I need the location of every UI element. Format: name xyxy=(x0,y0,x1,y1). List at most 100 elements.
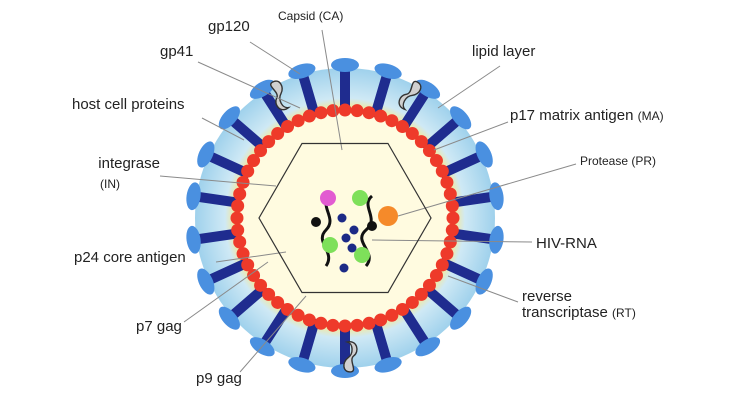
gp120-head xyxy=(197,141,215,168)
matrix-bead xyxy=(445,199,459,213)
matrix-bead xyxy=(350,104,364,118)
matrix-bead xyxy=(302,313,316,327)
label-integrase-abbr: (IN) xyxy=(100,177,120,191)
leader-line xyxy=(433,121,509,151)
capsid-hexagon xyxy=(258,142,432,294)
matrix-bead xyxy=(440,175,454,189)
matrix-bead xyxy=(385,114,399,128)
matrix-protein-ring xyxy=(230,103,460,333)
matrix-bead xyxy=(233,187,247,201)
label-p24: p24 core antigen xyxy=(74,249,186,266)
matrix-bead xyxy=(405,295,419,309)
gp120-head xyxy=(331,58,359,72)
matrix-bead xyxy=(236,247,250,261)
label-p7-gag: p7 gag xyxy=(136,318,182,335)
gp120-head xyxy=(450,106,472,130)
matrix-bead xyxy=(446,211,460,225)
nucleocapsid-dot xyxy=(339,263,349,273)
matrix-bead xyxy=(374,313,388,327)
gp120-head xyxy=(249,79,275,99)
gp120-head xyxy=(450,306,472,330)
gp120-head xyxy=(475,141,493,168)
leader-line xyxy=(197,61,301,109)
label-transcriptase: transcriptase (RT) xyxy=(522,304,636,321)
gp120-head xyxy=(218,306,240,330)
gp41-stalk xyxy=(369,72,392,122)
leader-line xyxy=(201,117,245,141)
matrix-bead xyxy=(395,120,409,134)
matrix-bead xyxy=(350,318,364,332)
genome-contents xyxy=(311,190,398,273)
nucleocapsid-dot xyxy=(337,213,347,223)
matrix-bead xyxy=(233,235,247,249)
leader-lines xyxy=(159,29,577,373)
label-protease: Protease (PR) xyxy=(580,154,657,168)
matrix-bead xyxy=(435,258,449,272)
label-capsid: Capsid (CA) xyxy=(278,9,344,23)
matrix-bead xyxy=(281,302,295,316)
matrix-bead xyxy=(422,278,436,292)
leader-line xyxy=(183,261,269,323)
matrix-bead xyxy=(443,235,457,249)
matrix-bead xyxy=(314,106,328,120)
integrase-dot xyxy=(320,190,336,206)
matrix-bead xyxy=(326,318,340,332)
matrix-bead xyxy=(440,247,454,261)
leader-line xyxy=(397,163,577,217)
gp120-head xyxy=(374,357,402,373)
matrix-bead xyxy=(362,106,376,120)
matrix-bead xyxy=(405,127,419,141)
nucleocapsid-dot xyxy=(349,225,359,235)
matrix-bead xyxy=(362,316,376,330)
gp120-head xyxy=(288,357,316,373)
gp120-head xyxy=(415,79,441,99)
host-protein-shape xyxy=(343,341,358,373)
matrix-bead xyxy=(281,120,295,134)
leader-line xyxy=(239,295,307,373)
label-integrase: integrase xyxy=(98,155,160,172)
matrix-bead xyxy=(314,316,328,330)
leader-line xyxy=(249,41,301,75)
gp120-head xyxy=(197,268,215,295)
matrix-bead xyxy=(395,302,409,316)
leader-line xyxy=(215,251,287,263)
matrix-bead xyxy=(385,308,399,322)
matrix-bead xyxy=(422,144,436,158)
gp120-head xyxy=(186,225,201,254)
label-reverse: reverse xyxy=(522,288,573,305)
matrix-bead xyxy=(338,103,352,117)
matrix-bead xyxy=(247,154,261,168)
matrix-bead xyxy=(271,127,285,141)
nucleocapsid-dot xyxy=(341,233,351,243)
leader-line xyxy=(447,275,519,303)
label-rt-abbr: (RT) xyxy=(612,306,636,320)
rna-end-right xyxy=(367,221,377,231)
rna-end-left xyxy=(311,217,321,227)
matrix-bead xyxy=(326,104,340,118)
matrix-bead xyxy=(429,268,443,282)
label-lipid-layer: lipid layer xyxy=(472,43,536,60)
label-host-cell-proteins: host cell proteins xyxy=(72,96,185,113)
label-gp120: gp120 xyxy=(208,18,250,35)
matrix-bead xyxy=(374,109,388,123)
gp120-head xyxy=(288,63,316,79)
label-p17-abbr: (MA) xyxy=(637,109,664,123)
gp120-head xyxy=(186,182,201,211)
label-gp41: gp41 xyxy=(160,43,194,60)
matrix-bead xyxy=(247,268,261,282)
gp120-head xyxy=(489,225,504,254)
host-cell-protein-shapes xyxy=(270,80,422,373)
label-hiv-rna: HIV-RNA xyxy=(536,235,597,252)
matrix-bead xyxy=(254,278,268,292)
matrix-bead xyxy=(241,164,255,178)
matrix-bead xyxy=(445,223,459,237)
matrix-bead xyxy=(429,154,443,168)
matrix-bead xyxy=(435,164,449,178)
matrix-bead xyxy=(231,223,245,237)
matrix-bead xyxy=(302,109,316,123)
label-p9-gag: p9 gag xyxy=(196,370,242,387)
gp41-stalk xyxy=(298,314,321,364)
leader-line xyxy=(321,29,343,151)
leader-line xyxy=(159,175,277,187)
